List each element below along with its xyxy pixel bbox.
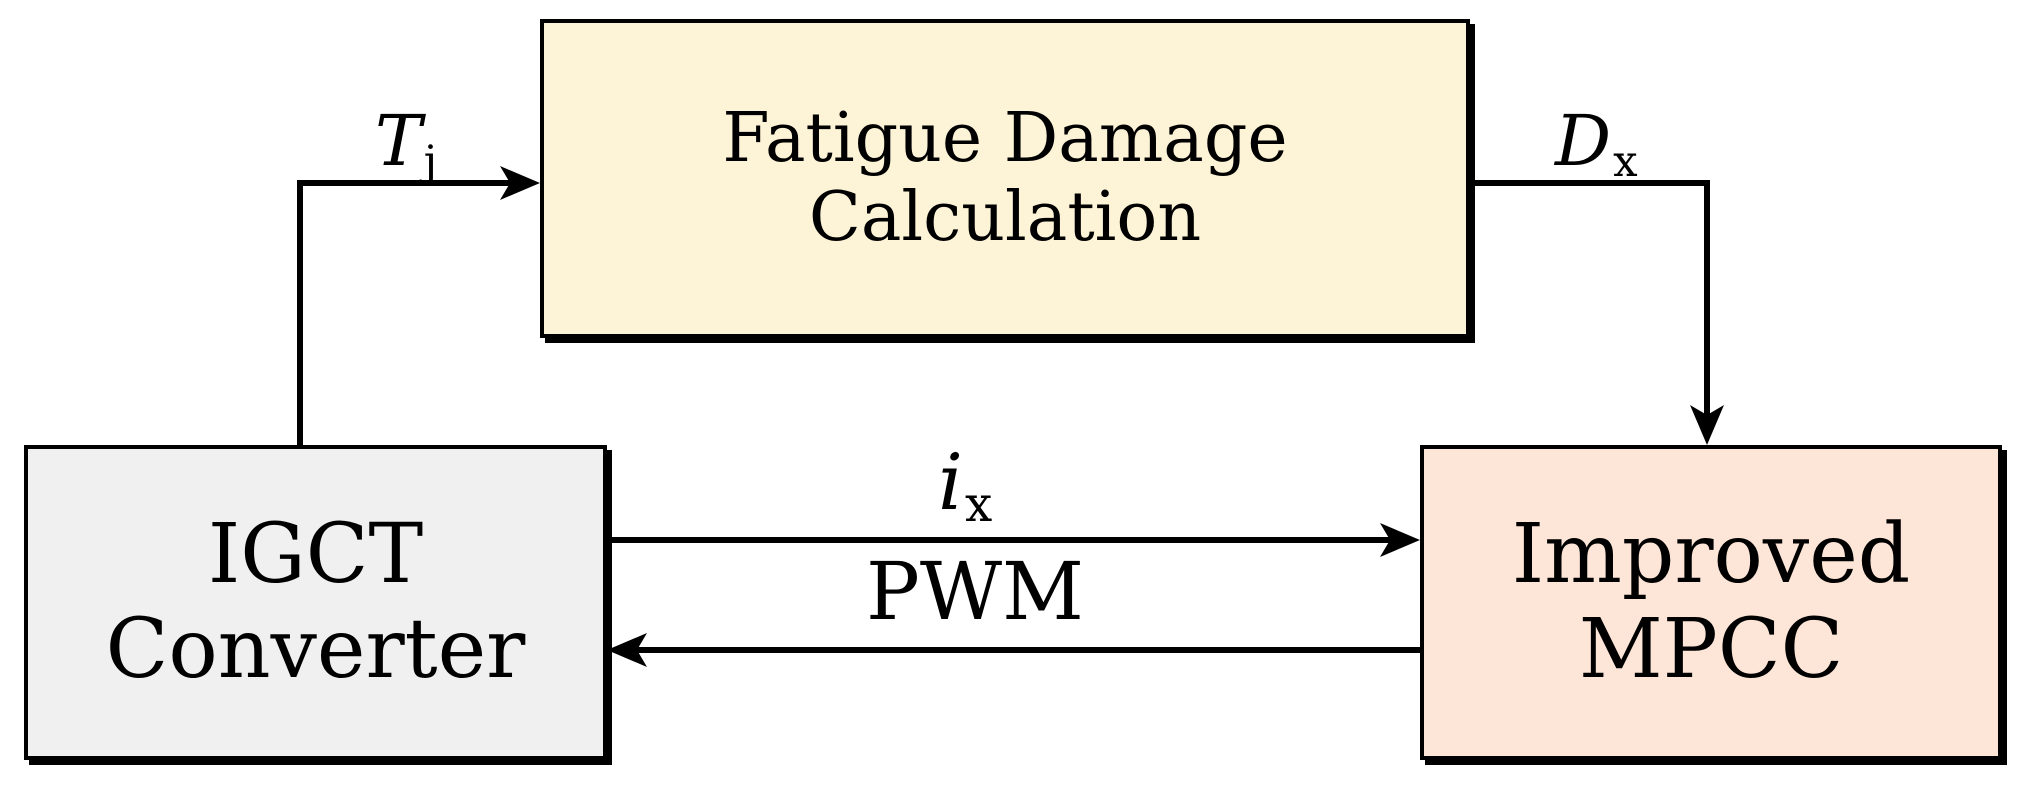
dx-symbol: D bbox=[1555, 100, 1612, 182]
fatigue-block-label-line1: Fatigue Damage bbox=[722, 99, 1288, 179]
igct-converter-block: IGCT Converter bbox=[24, 445, 607, 760]
mpcc-block-label-line2: MPCC bbox=[1578, 601, 1844, 697]
ix-symbol: i bbox=[938, 438, 963, 528]
signal-label-ix: ix bbox=[938, 438, 992, 533]
arrowhead-dx bbox=[1690, 405, 1724, 445]
fatigue-block-label-line2: Calculation bbox=[808, 177, 1202, 257]
arrowhead-pwm bbox=[607, 633, 647, 667]
arrowhead-ix bbox=[1380, 523, 1420, 557]
igct-block-label-line2: Converter bbox=[105, 601, 526, 697]
arrowhead-tj bbox=[500, 166, 540, 200]
ix-subscript: x bbox=[964, 477, 993, 534]
signal-label-dx: Dx bbox=[1555, 100, 1638, 187]
signal-label-tj: Tj bbox=[375, 100, 437, 187]
tj-symbol: T bbox=[375, 100, 422, 182]
improved-mpcc-block: Improved MPCC bbox=[1420, 445, 2002, 760]
arrow-tj bbox=[297, 180, 530, 445]
arrow-dx bbox=[1470, 180, 1710, 435]
mpcc-block-label-line1: Improved bbox=[1511, 507, 1911, 603]
tj-subscript: j bbox=[423, 136, 438, 187]
signal-label-pwm: PWM bbox=[866, 545, 1084, 638]
dx-subscript: x bbox=[1613, 136, 1638, 187]
igct-block-label-line1: IGCT bbox=[207, 507, 424, 603]
fatigue-damage-calculation-block: Fatigue Damage Calculation bbox=[540, 19, 1470, 338]
